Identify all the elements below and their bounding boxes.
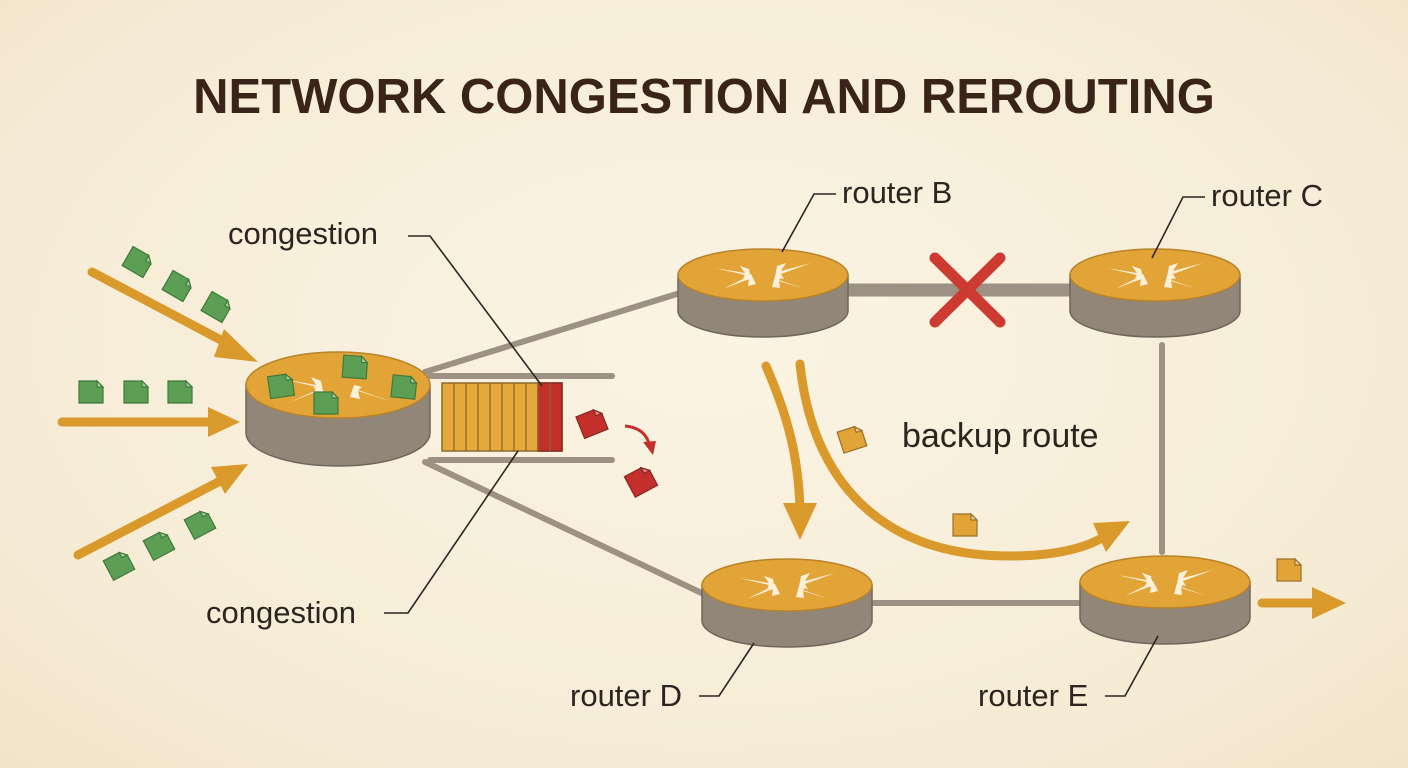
failure-x-icon	[929, 252, 1006, 328]
label-congestion-bottom: congestion	[206, 595, 356, 630]
label-backup-route: backup route	[902, 417, 1099, 455]
link-a-to-d	[422, 459, 713, 600]
incoming-arrow-middle	[57, 407, 240, 437]
dropped-packets	[575, 406, 659, 498]
leader-congestion-bottom	[384, 450, 519, 614]
page-title: NETWORK CONGESTION AND REROUTING	[193, 70, 1215, 124]
leader-router-d	[699, 642, 755, 697]
queue-buffer-icon	[441, 382, 563, 452]
label-router-c: router C	[1211, 178, 1323, 213]
router-d-icon	[701, 558, 873, 648]
leader-router-e	[1105, 635, 1159, 697]
label-router-d: router D	[570, 678, 682, 713]
router-c-icon	[1069, 248, 1241, 338]
label-router-b: router B	[842, 175, 952, 210]
router-e-icon	[1079, 555, 1251, 645]
leader-congestion-top	[408, 235, 543, 387]
incoming-arrow-top	[87, 267, 258, 362]
incoming-arrow-bottom	[73, 464, 248, 560]
router-b-icon	[677, 248, 849, 338]
outgoing-arrow	[1257, 587, 1346, 619]
reroute-arrow-down	[761, 361, 817, 540]
drop-arrow-icon	[624, 424, 656, 455]
backup-route-arrow	[795, 359, 1130, 561]
label-router-e: router E	[978, 678, 1088, 713]
label-congestion-top: congestion	[228, 216, 378, 251]
router-icon	[245, 351, 431, 467]
leader-router-b	[781, 193, 836, 253]
leader-router-c	[1151, 196, 1205, 259]
link-a-to-b	[422, 290, 683, 375]
